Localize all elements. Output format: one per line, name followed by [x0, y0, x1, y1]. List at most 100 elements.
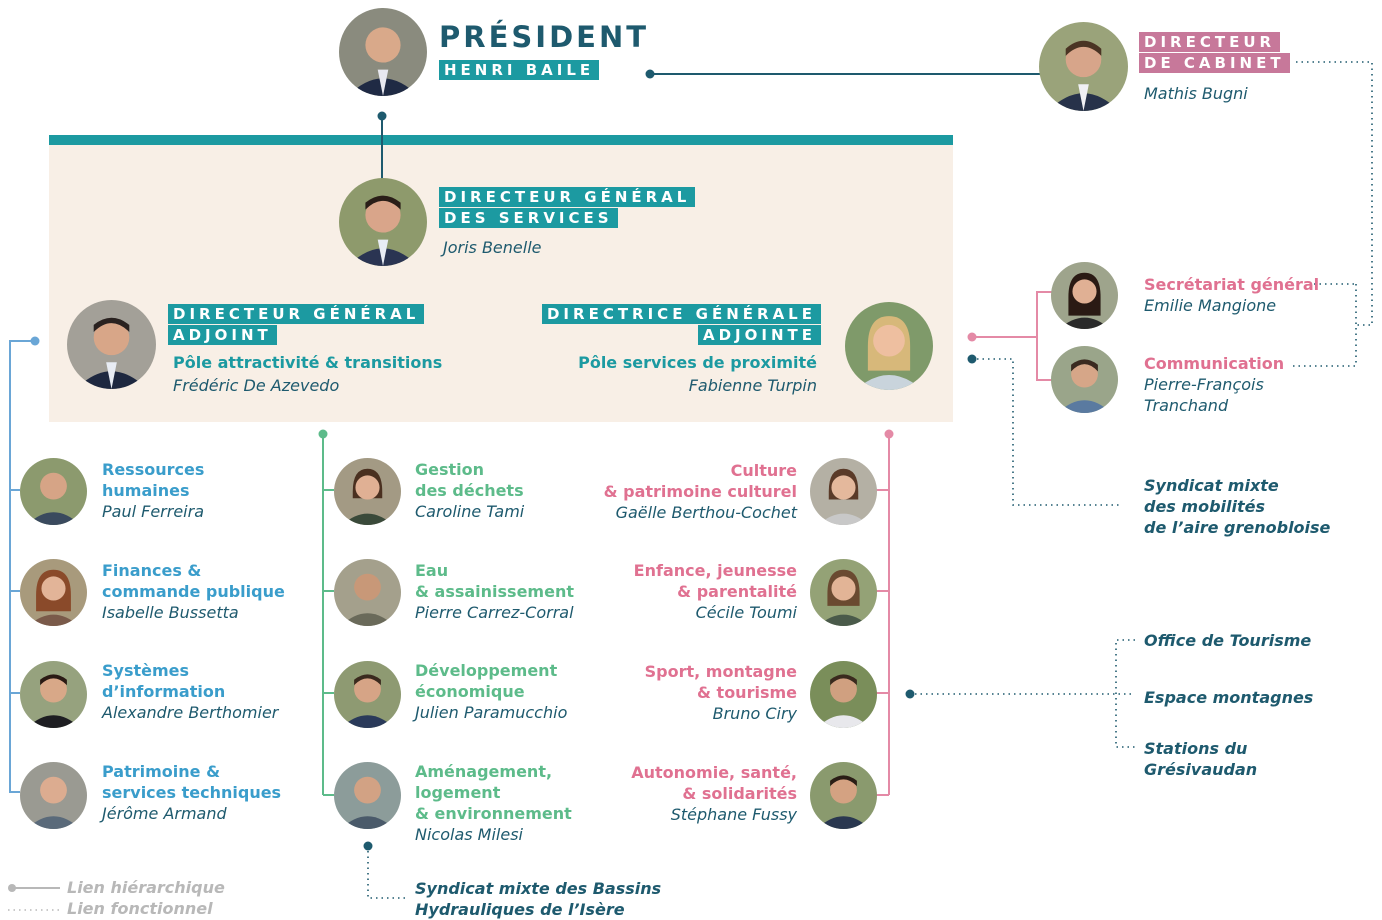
dgaf-title-line2: ADJOINTE — [697, 325, 821, 345]
secretariat-avatar — [1051, 262, 1118, 329]
blue-avatar-2 — [20, 559, 87, 626]
pink-item-3-title1: Sport, montagne — [644, 662, 797, 681]
communication-block: Communication Pierre-François Tranchand — [1144, 353, 1284, 416]
cabinet-title-line2: DE CABINET — [1139, 53, 1290, 73]
blue-item-3-name: Alexandre Berthomier — [102, 703, 279, 722]
blue-item-2: Finances & commande publique Isabelle Bu… — [102, 560, 285, 623]
dga-title-line2: ADJOINT — [168, 325, 277, 345]
green-item-3-name: Julien Paramucchio — [415, 703, 568, 722]
direction-panel — [49, 135, 953, 422]
dgaf-pole: Pôle services de proximité — [578, 353, 817, 372]
green-item-4-title3: & environnement — [415, 804, 572, 823]
pink-item-1: Culture & patrimoine culturel Gaëlle Ber… — [604, 460, 797, 523]
cabinet-title-block: DIRECTEUR DE CABINET — [1139, 32, 1290, 73]
dga-avatar — [67, 300, 156, 389]
syndicat-mobilites-line1: Syndicat mixte — [1144, 476, 1279, 495]
pink-item-4: Autonomie, santé, & solidarités Stéphane… — [631, 762, 797, 825]
green-item-4: Aménagement, logement & environnement Ni… — [415, 761, 572, 845]
green-avatar-3 — [334, 661, 401, 728]
tourism-stations-line2: Grésivaudan — [1144, 760, 1258, 779]
direction-panel-top-bar — [49, 135, 953, 145]
cabinet-title-line1: DIRECTEUR — [1139, 32, 1281, 52]
syndicat-mobilites-line2: des mobilités — [1144, 497, 1265, 516]
green-item-1-name: Caroline Tami — [415, 502, 525, 521]
communication-name-line1: Pierre-François — [1144, 375, 1264, 394]
dga-pole: Pôle attractivité & transitions — [173, 353, 443, 372]
pink-item-2: Enfance, jeunesse & parentalité Cécile T… — [634, 560, 797, 623]
green-item-4-title1: Aménagement, — [415, 762, 553, 781]
pink-item-2-title1: Enfance, jeunesse — [633, 561, 797, 580]
blue-item-2-title2: commande publique — [102, 582, 285, 601]
green-avatar-1 — [334, 458, 401, 525]
communication-name-line2: Tranchand — [1144, 396, 1229, 415]
dga-title-block: DIRECTEUR GÉNÉRAL ADJOINT — [168, 304, 425, 345]
blue-item-1-name: Paul Ferreira — [102, 502, 204, 521]
pink-avatar-4 — [810, 762, 877, 829]
legend-hierarchical: Lien hiérarchique — [67, 878, 225, 897]
green-item-3-title2: économique — [415, 682, 525, 701]
green-item-4-name: Nicolas Milesi — [415, 825, 523, 844]
pink-item-4-name: Stéphane Fussy — [670, 805, 797, 824]
blue-item-4-title1: Patrimoine & — [102, 762, 221, 781]
pink-item-1-title2: & patrimoine culturel — [603, 482, 797, 501]
secretariat-block: Secrétariat général Emilie Mangione — [1144, 274, 1319, 316]
pink-item-1-title1: Culture — [730, 461, 797, 480]
blue-item-3-title1: Systèmes — [102, 661, 190, 680]
syndicat-bassins-line2: Hydrauliques de l’Isère — [415, 900, 625, 919]
blue-item-1-title1: Ressources — [102, 460, 205, 479]
dgs-avatar — [339, 178, 427, 266]
dgaf-title-line1: DIRECTRICE GÉNÉRALE — [541, 304, 821, 324]
syndicat-bassins: Syndicat mixte des Bassins Hydrauliques … — [415, 878, 661, 920]
green-item-1-title1: Gestion — [415, 460, 485, 479]
pink-item-2-name: Cécile Toumi — [695, 603, 797, 622]
communication-title: Communication — [1144, 354, 1285, 373]
tourism-office: Office de Tourisme — [1144, 631, 1312, 650]
green-item-4-title2: logement — [415, 783, 501, 802]
pink-item-4-title1: Autonomie, santé, — [631, 763, 797, 782]
president-name: HENRI BAILE — [439, 60, 600, 80]
president-avatar — [339, 8, 427, 96]
blue-avatar-1 — [20, 458, 87, 525]
dga-name: Frédéric De Azevedo — [173, 376, 340, 395]
pink-avatar-3 — [810, 661, 877, 728]
green-item-3: Développement économique Julien Paramucc… — [415, 660, 567, 723]
pink-item-3: Sport, montagne & tourisme Bruno Ciry — [645, 661, 797, 724]
pink-item-3-title2: & tourisme — [697, 683, 797, 702]
blue-item-4: Patrimoine & services techniques Jérôme … — [102, 761, 281, 824]
dgs-name: Joris Benelle — [443, 238, 542, 257]
pink-item-1-name: Gaëlle Berthou-Cochet — [615, 503, 797, 522]
dgs-title-block: DIRECTEUR GÉNÉRAL DES SERVICES — [439, 187, 696, 228]
green-item-3-title1: Développement — [415, 661, 558, 680]
legend-functional: Lien fonctionnel — [67, 899, 213, 918]
cabinet-name: Mathis Bugni — [1144, 84, 1248, 103]
green-item-2-title1: Eau — [415, 561, 449, 580]
secretariat-title: Secrétariat général — [1144, 275, 1320, 294]
cabinet-avatar — [1039, 22, 1128, 111]
dgaf-avatar — [845, 302, 933, 390]
blue-avatar-4 — [20, 762, 87, 829]
dgaf-title-block: DIRECTRICE GÉNÉRALE ADJOINTE — [541, 304, 821, 345]
blue-item-2-title1: Finances & — [102, 561, 202, 580]
green-item-2-title2: & assainissement — [415, 582, 574, 601]
syndicat-mobilites: Syndicat mixte des mobilités de l’aire g… — [1144, 475, 1330, 538]
dgs-title-line2: DES SERVICES — [439, 208, 618, 228]
blue-item-3-title2: d’information — [102, 682, 226, 701]
pink-item-3-name: Bruno Ciry — [712, 704, 797, 723]
blue-item-3: Systèmes d’information Alexandre Berthom… — [102, 660, 278, 723]
green-avatar-2 — [334, 559, 401, 626]
pink-avatar-1 — [810, 458, 877, 525]
blue-avatar-3 — [20, 661, 87, 728]
green-item-1-title2: des déchets — [415, 481, 524, 500]
secretariat-name: Emilie Mangione — [1144, 296, 1277, 315]
green-item-1: Gestion des déchets Caroline Tami — [415, 459, 524, 522]
tourism-stations-line1: Stations du — [1144, 739, 1248, 758]
communication-avatar — [1051, 346, 1118, 413]
president-title: PRÉSIDENT — [439, 20, 650, 54]
blue-item-4-name: Jérôme Armand — [102, 804, 227, 823]
dga-title-line1: DIRECTEUR GÉNÉRAL — [168, 304, 425, 324]
syndicat-mobilites-line3: de l’aire grenobloise — [1144, 518, 1331, 537]
green-item-2-name: Pierre Carrez-Corral — [415, 603, 574, 622]
pink-item-2-title2: & parentalité — [677, 582, 797, 601]
syndicat-bassins-line1: Syndicat mixte des Bassins — [415, 879, 662, 898]
